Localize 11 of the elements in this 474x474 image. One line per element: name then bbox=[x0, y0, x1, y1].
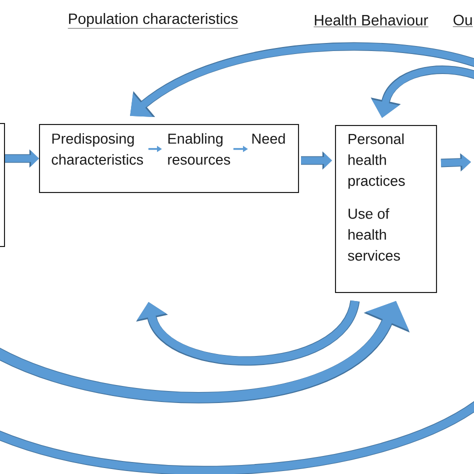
process-box bbox=[0, 123, 5, 247]
column-heading: Population characteristics bbox=[68, 13, 238, 29]
curved-arrow bbox=[136, 300, 360, 366]
text-label: Enabling resources bbox=[168, 133, 230, 165]
column-heading: Health Behaviour bbox=[313, 14, 429, 28]
column-heading: Ou bbox=[452, 14, 473, 27]
process-box: Personal health practices Use of health services bbox=[335, 125, 437, 293]
process-box bbox=[39, 124, 299, 193]
text-label: Predisposing characteristics bbox=[52, 133, 143, 165]
curved-arrow bbox=[130, 42, 474, 117]
text-label: Need bbox=[252, 133, 285, 144]
